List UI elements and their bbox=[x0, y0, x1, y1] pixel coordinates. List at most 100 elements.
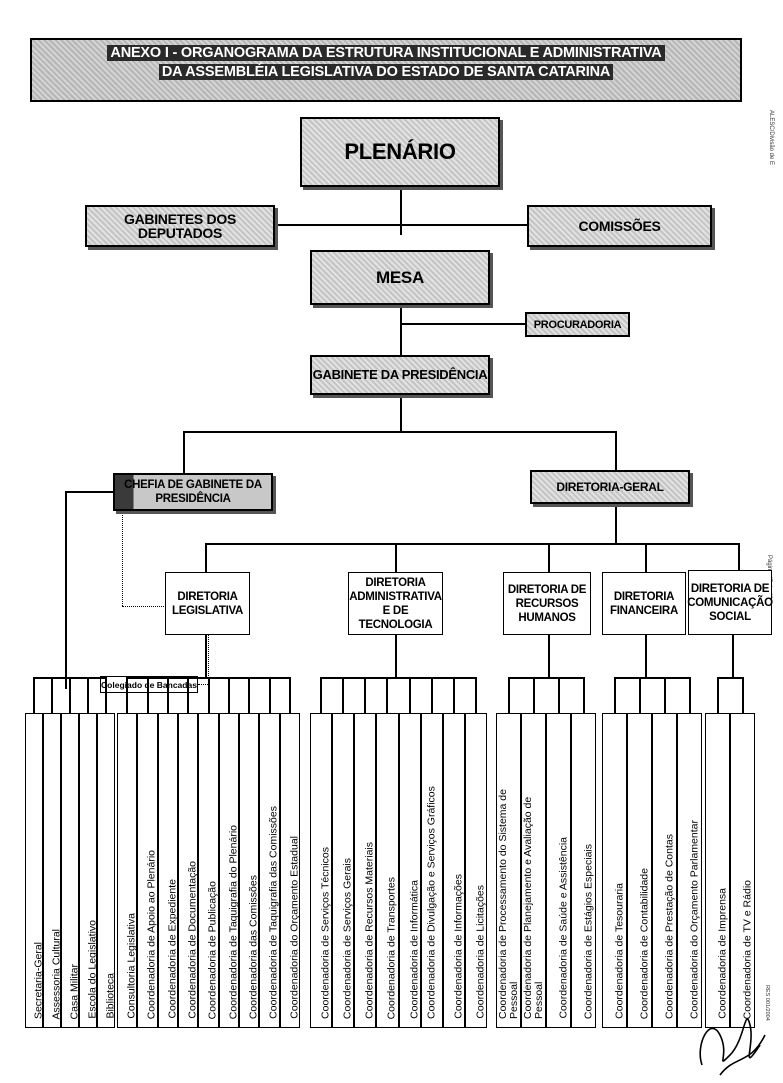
diretoria-geral-box: DIRETORIA-GERAL bbox=[530, 470, 690, 504]
connector bbox=[146, 677, 149, 713]
connector bbox=[187, 677, 190, 713]
connector bbox=[582, 677, 585, 713]
title-banner: ANEXO I - ORGANOGRAMA DA ESTRUTURA INSTI… bbox=[30, 38, 742, 102]
unit-label: Coordenadoria de Publicação bbox=[206, 880, 219, 1019]
unit-label: Coordenadoria de Apoio ao Plenário bbox=[145, 849, 158, 1019]
unit-label: Coordenadoria de Estágios Especiais bbox=[582, 843, 594, 1019]
unit-label: Coordenadoria de Expediente bbox=[166, 879, 178, 1019]
unit-box: Coordenadoria das Comissões bbox=[239, 713, 260, 1028]
unit-box: Coordenadoria do Orçamento Parlamentar bbox=[677, 713, 702, 1028]
unit-label: Coordenadoria de Tesouraria bbox=[613, 883, 625, 1019]
connector bbox=[430, 677, 433, 713]
connector bbox=[452, 677, 455, 713]
connector bbox=[613, 677, 616, 713]
unit-box: Coordenadoria de Imprensa bbox=[705, 713, 730, 1028]
unit-box: Coordenadoria de Tesouraria bbox=[602, 713, 627, 1028]
unit-box: Coordenadoria de TV e Rádio bbox=[730, 713, 755, 1028]
unit-box: Coordenadoria do Orçamento Estadual bbox=[279, 713, 300, 1028]
unit-box: Coordenadoria de Documentação bbox=[178, 713, 199, 1028]
connector bbox=[400, 305, 402, 358]
connector bbox=[557, 677, 560, 713]
dotted-link bbox=[198, 684, 208, 685]
connector bbox=[688, 677, 691, 713]
connector bbox=[69, 677, 71, 713]
unit-label: Coordenadoria das Comissões bbox=[247, 874, 260, 1019]
connector bbox=[408, 677, 411, 713]
unit-box: Secretaria-Geral bbox=[25, 713, 43, 1028]
title-line-1: ANEXO I - ORGANOGRAMA DA ESTRUTURA INSTI… bbox=[107, 45, 665, 61]
connector bbox=[400, 395, 402, 432]
connector bbox=[275, 224, 527, 226]
connector bbox=[400, 185, 402, 235]
colegiado-bancadas-box: Colegiado de Bancadas bbox=[100, 676, 198, 693]
unit-box: Coordenadoria de Informática bbox=[398, 713, 421, 1028]
connector bbox=[183, 431, 185, 475]
connector bbox=[87, 677, 89, 713]
connector bbox=[386, 677, 389, 713]
connector bbox=[508, 677, 584, 679]
unit-box: Coordenadoria de Contabilidade bbox=[627, 713, 652, 1028]
unit-label: Secretaria-Geral bbox=[32, 941, 43, 1019]
connector bbox=[395, 543, 397, 573]
unit-box: Assessoria Cultural bbox=[43, 713, 61, 1028]
unit-label: Coordenadoria de Prestação de Contas bbox=[663, 833, 675, 1019]
plenario-box: PLENÁRIO bbox=[300, 117, 500, 187]
connector bbox=[615, 504, 617, 544]
procuradoria-box: PROCURADORIA bbox=[525, 312, 630, 337]
unit-box: Coordenadoria de Taquigrafia das Comissõ… bbox=[259, 713, 280, 1028]
dotted-link bbox=[122, 606, 166, 607]
connector bbox=[615, 431, 617, 471]
connector bbox=[663, 677, 666, 713]
connector bbox=[248, 677, 251, 713]
connector bbox=[205, 543, 207, 573]
connector bbox=[364, 677, 367, 713]
connector bbox=[105, 677, 107, 713]
unit-box: Coordenadoria de Prestação de Contas bbox=[652, 713, 677, 1028]
connector bbox=[51, 677, 53, 713]
unit-label: Coordenadoria de Documentação bbox=[186, 861, 199, 1019]
unit-label: Casa Militar bbox=[68, 963, 79, 1019]
connector bbox=[33, 677, 35, 713]
unit-label: Coordenadoria de Serviços Técnicos bbox=[319, 847, 332, 1019]
connector bbox=[732, 635, 734, 677]
connector bbox=[741, 677, 744, 713]
connector bbox=[395, 635, 397, 677]
resolution-ref: RES 001/2004 bbox=[764, 985, 770, 1021]
mesa-box: MESA bbox=[310, 250, 490, 305]
unit-box: Coordenadoria de Recursos Materiais bbox=[354, 713, 377, 1028]
unit-box: Coordenadoria de Processamento do Sistem… bbox=[496, 713, 521, 1028]
connector bbox=[288, 677, 291, 713]
unit-label: Escola do Legislativo bbox=[86, 920, 97, 1019]
unit-label: Coordenadoria de Divulgação e Serviços G… bbox=[425, 786, 438, 1019]
unit-label: Coordenadoria de Saúde e Assistência bbox=[557, 837, 569, 1019]
connector bbox=[548, 543, 550, 573]
connector bbox=[400, 323, 525, 325]
unit-box: Coordenadoria de Publicação bbox=[198, 713, 219, 1028]
unit-label: Coordenadoria de Licitações bbox=[474, 885, 487, 1019]
unit-box: Coordenadoria de Saúde e Assistência bbox=[546, 713, 571, 1028]
connector bbox=[645, 635, 647, 677]
unit-label: Coordenadoria de Recursos Materiais bbox=[363, 842, 376, 1019]
diretoria-administrativa-box: DIRETORIA ADMINISTRATIVA E DE TECNOLOGIA bbox=[348, 572, 443, 635]
dotted-link bbox=[122, 510, 123, 606]
diretoria-comunicacao-box: DIRETORIA DE COMUNICAÇÃO SOCIAL bbox=[687, 570, 773, 635]
unit-box: Coordenadoria de Serviços Técnicos bbox=[310, 713, 333, 1028]
connector bbox=[207, 677, 210, 713]
connector bbox=[548, 635, 550, 677]
connector bbox=[614, 677, 690, 679]
unit-box: Coordenadoria de Transportes bbox=[376, 713, 399, 1028]
unit-box: Coordenadoria de Licitações bbox=[464, 713, 487, 1028]
connector bbox=[65, 491, 67, 689]
signature bbox=[699, 1018, 766, 1076]
unit-label: Coordenadoria de Processamento do Sistem… bbox=[496, 789, 520, 1019]
unit-label: Assessoria Cultural bbox=[50, 928, 61, 1019]
unit-label: Coordenadoria de Taquigrafia do Plenário bbox=[227, 824, 239, 1019]
connector bbox=[205, 635, 207, 677]
unit-label: Coordenadoria de Taquigrafia das Comissõ… bbox=[267, 806, 280, 1019]
connector bbox=[738, 543, 740, 570]
comissoes-box: COMISSÕES bbox=[527, 205, 712, 247]
margin-code: ALESC/Divisão de E bbox=[768, 110, 774, 166]
unit-label: Coordenadoria de Informações bbox=[452, 874, 465, 1019]
unit-box: Coordenadoria de Apoio ao Plenário bbox=[137, 713, 158, 1028]
unit-label: Coordenadoria de Informática bbox=[408, 880, 421, 1019]
